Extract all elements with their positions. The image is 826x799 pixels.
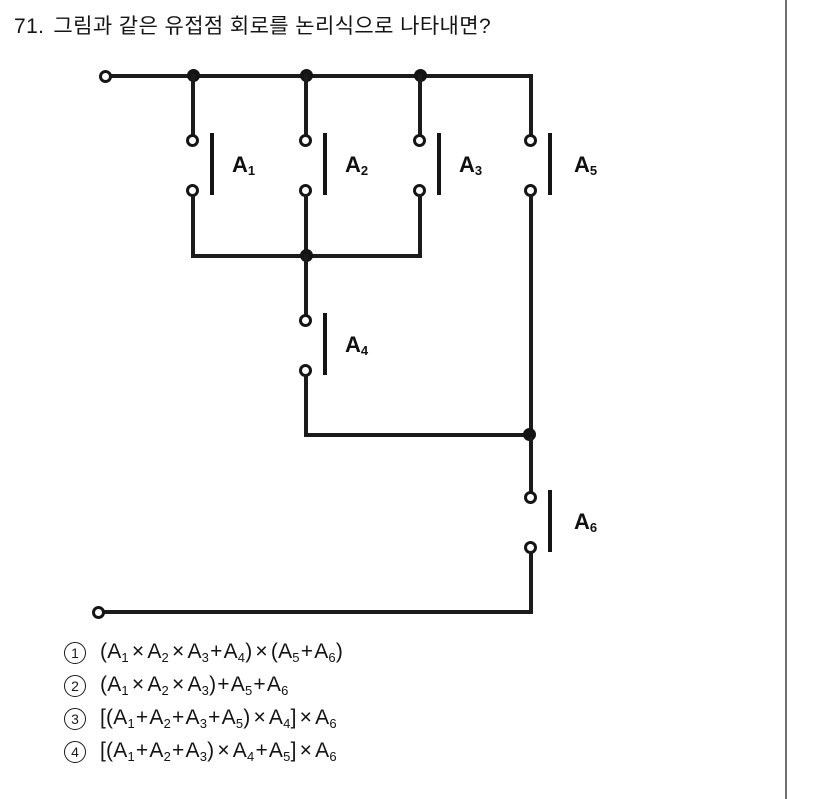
contact-label-a4: A4 [345,332,369,358]
choice-text-1: (A1×A2×A3+A4)×(A5+A6) [100,639,344,665]
a5-upper-contact-point [524,134,537,147]
answer-choice-4[interactable]: 4 [(A1+A2+A3)×A4+A5]×A6 [0,735,790,768]
contact-label-a5: A5 [574,152,598,178]
a1-lower-lead [191,194,195,258]
a2-upper-contact-point [299,134,312,147]
a4-lower-lead [304,374,308,437]
choice-text-3: [(A1+A2+A3+A5)×A4]×A6 [100,705,337,731]
relay-ladder-circuit-diagram: A1 A2 A3 A5 A4 A6 [92,69,598,619]
contact-label-a6: A6 [574,509,598,535]
a6-upper-contact-point [524,491,537,504]
contact-label-a3: A3 [459,152,483,178]
choice-marker-2: 2 [64,674,86,697]
a5-lower-lead [529,194,533,439]
choice-marker-4: 4 [64,740,86,763]
a2-upper-lead [304,74,308,140]
a3-contact-blade [437,133,441,195]
a5-contact-blade [548,133,552,195]
a6-lower-lead [529,551,533,614]
a2-contact-blade [323,133,327,195]
choice-text-2: (A1×A2×A3)+A5+A6 [100,672,289,698]
choice-marker-3: 3 [64,707,86,730]
merge-rail-wire [304,433,533,437]
a2-lower-lead [304,194,308,258]
answer-choice-2[interactable]: 2 (A1×A2×A3)+A5+A6 [0,669,790,702]
choice-marker-1: 1 [64,641,86,664]
a3-upper-lead [418,74,422,140]
a6-contact-blade [548,490,552,552]
question-heading: 71. 그림과 같은 유접점 회로를 논리식으로 나타내면? [14,12,754,42]
a1-upper-contact-point [186,134,199,147]
contact-label-a2: A2 [345,152,369,178]
a5-upper-lead [529,74,533,140]
a1-upper-lead [191,74,195,140]
a4-upper-lead [304,254,308,320]
a3-lower-lead [418,194,422,258]
a4-contact-blade [323,313,327,375]
contact-label-a1: A1 [232,152,256,178]
output-terminal [92,606,105,619]
answer-choice-3[interactable]: 3 [(A1+A2+A3+A5)×A4]×A6 [0,702,790,735]
question-text: 그림과 같은 유접점 회로를 논리식으로 나타내면? [53,15,492,38]
top-rail-wire [110,74,533,78]
a1-contact-blade [210,133,214,195]
answer-choice-1[interactable]: 1 (A1×A2×A3+A4)×(A5+A6) [0,636,790,669]
bottom-rail-wire [103,610,533,614]
a6-upper-lead [529,437,533,497]
question-number: 71. [14,15,45,38]
a3-upper-contact-point [413,134,426,147]
choice-text-4: [(A1+A2+A3)×A4+A5]×A6 [100,738,337,764]
answer-choice-list: 1 (A1×A2×A3+A4)×(A5+A6) 2 (A1×A2×A3)+A5+… [0,636,790,768]
page-divider-rule [785,0,787,799]
a4-upper-contact-point [299,314,312,327]
